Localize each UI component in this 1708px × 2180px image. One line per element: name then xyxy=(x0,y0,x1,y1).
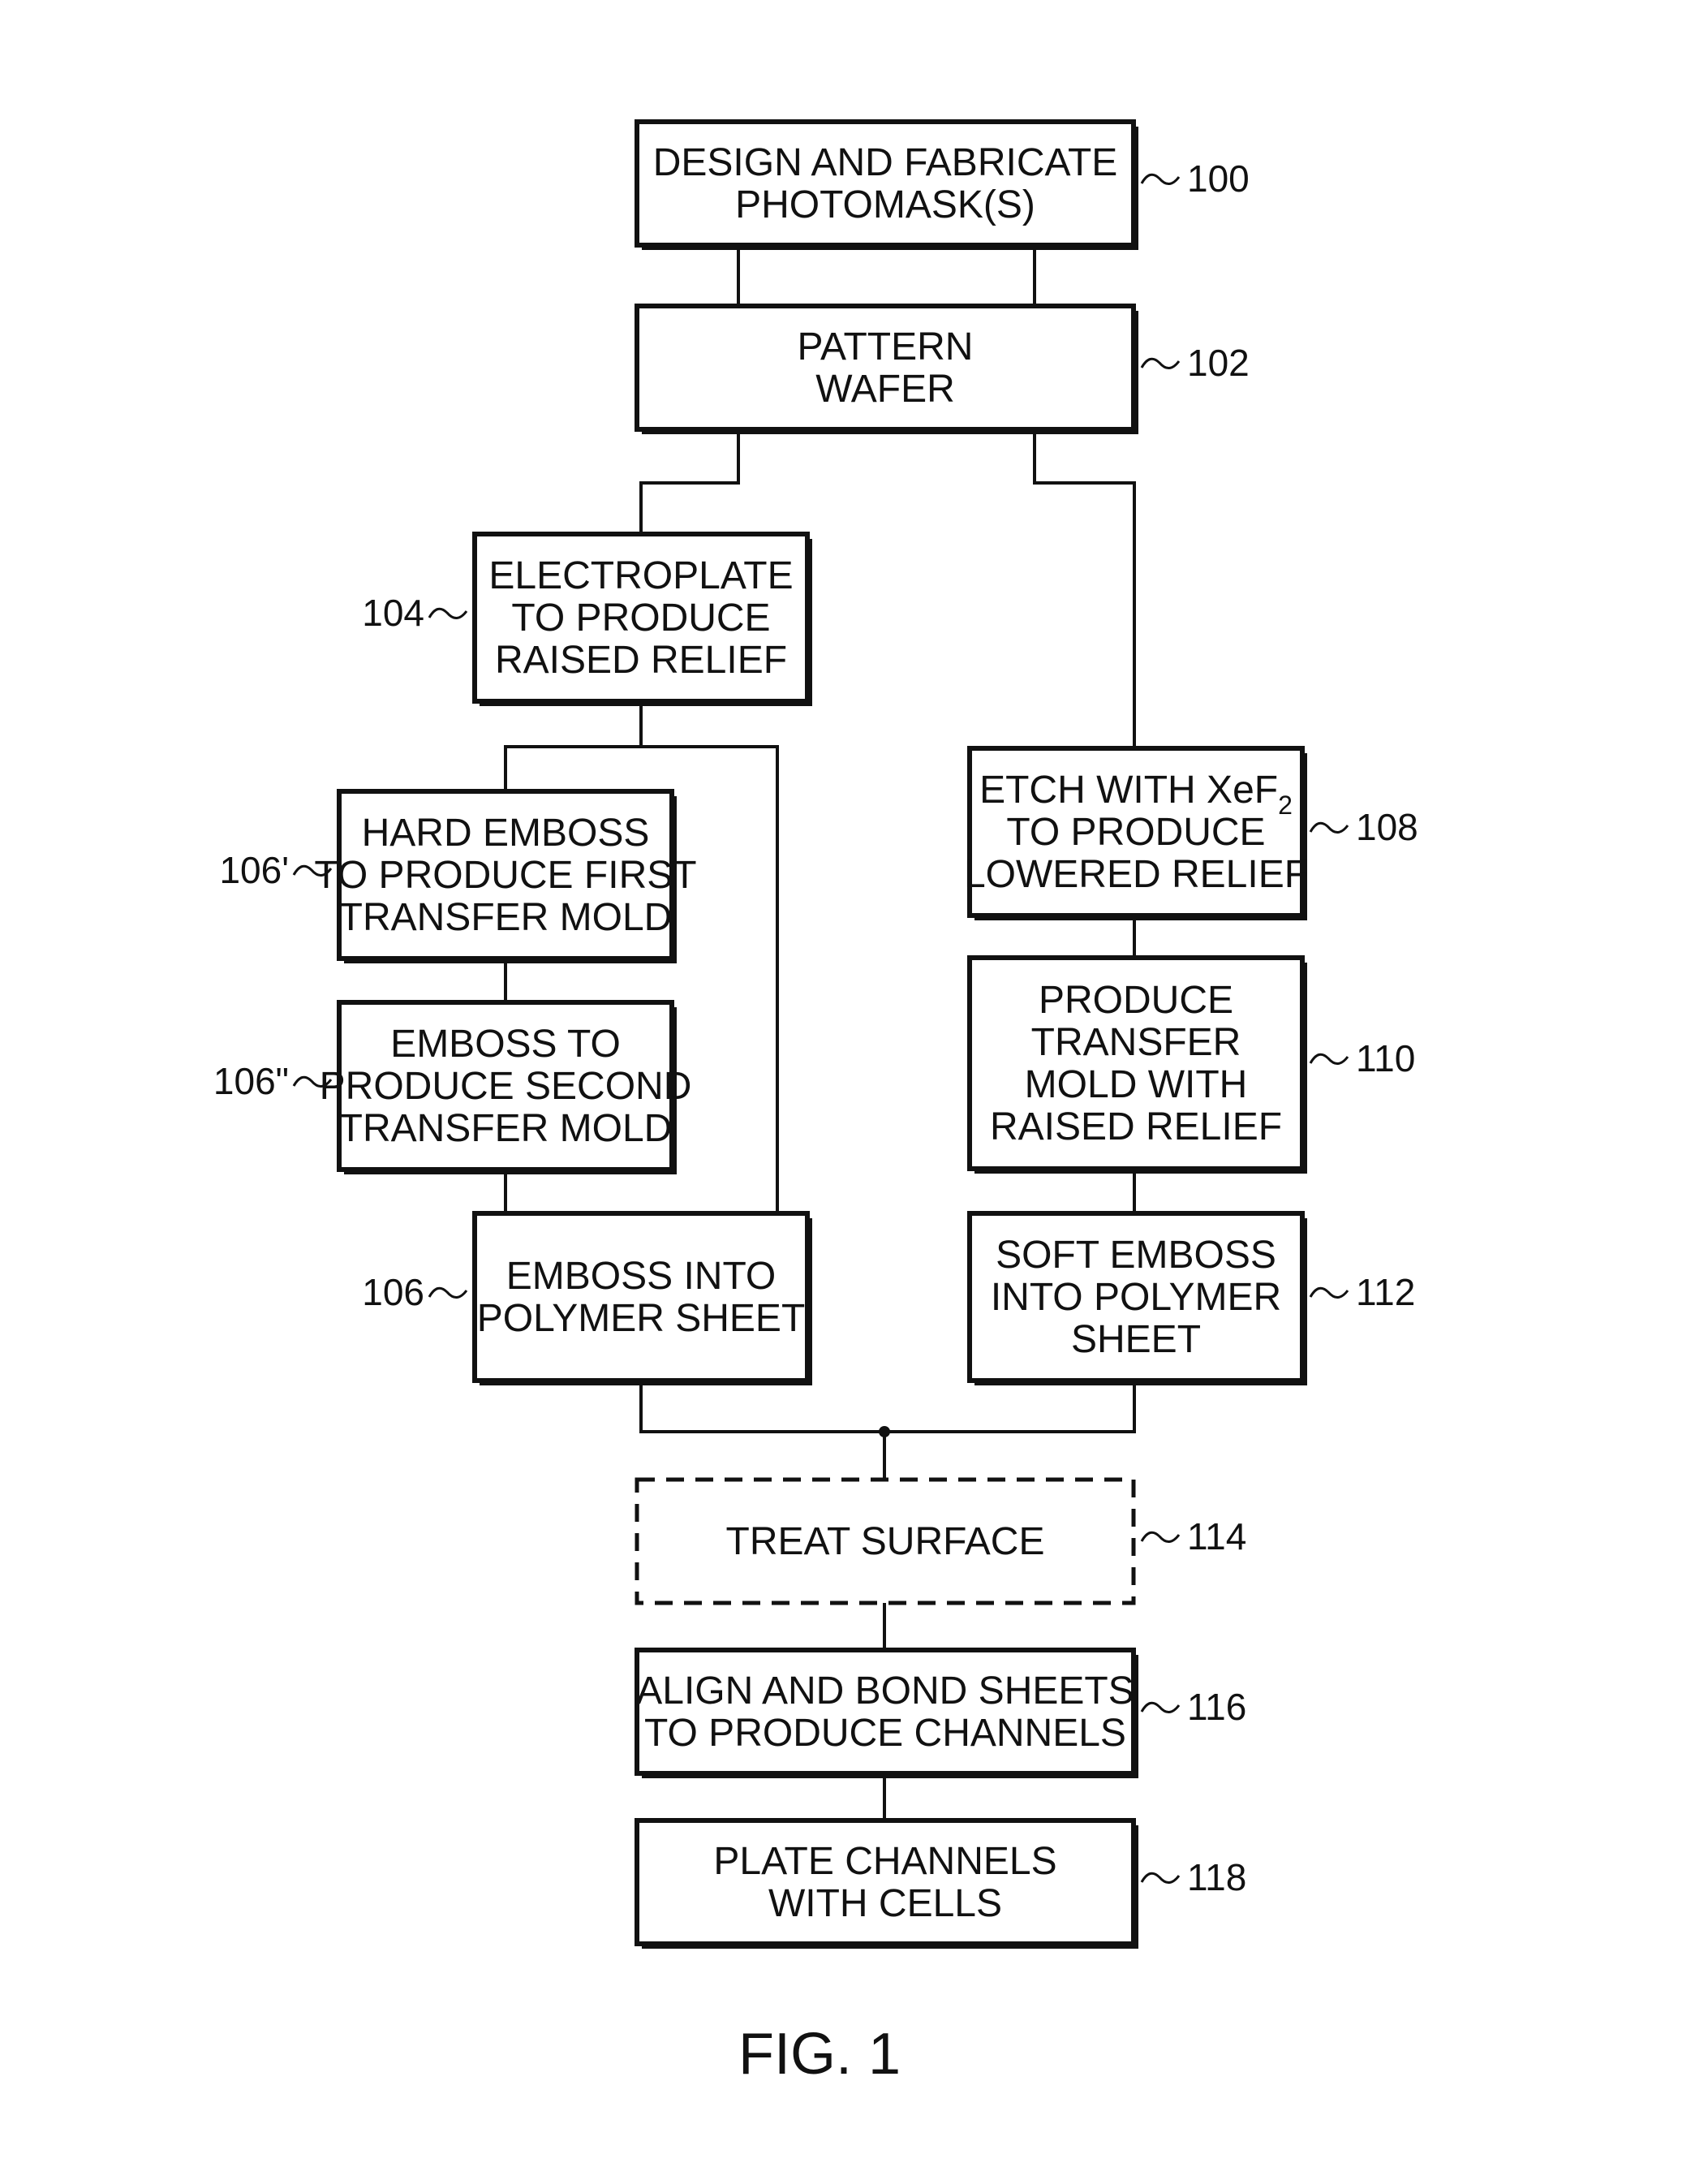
ref-numeral: 106' xyxy=(219,849,289,891)
step-text-line: POLYMER SHEET xyxy=(477,1297,806,1340)
figure-label: FIG. 1 xyxy=(738,2022,901,2087)
leader-squiggle xyxy=(429,1288,467,1297)
ref-numeral: 116 xyxy=(1187,1686,1246,1728)
step-text-line: TREAT SURFACE xyxy=(726,1520,1045,1563)
ref-label-116: 116 xyxy=(1142,1686,1246,1728)
ref-numeral: 114 xyxy=(1187,1515,1246,1557)
step-text-line: EMBOSS TO xyxy=(390,1023,621,1066)
step-text-line: ALIGN AND BOND SHEETS xyxy=(636,1669,1134,1713)
step-text-line: PATTERN xyxy=(798,325,974,368)
ref-numeral: 118 xyxy=(1187,1856,1246,1898)
step-text-line: ELECTROPLATE xyxy=(488,554,793,597)
ref-numeral: 106" xyxy=(213,1060,289,1102)
ref-label-106: 106 xyxy=(362,1271,467,1313)
step-text-line: PRODUCE xyxy=(1039,979,1233,1022)
step-text-line: LOWERED RELIEF xyxy=(964,853,1308,896)
step-box-108: ETCH WITH XeF2TO PRODUCELOWERED RELIEF xyxy=(964,748,1308,919)
connector-line-1 xyxy=(641,429,738,534)
step-text-line: PLATE CHANNELS xyxy=(713,1840,1056,1883)
step-text-line: TO PRODUCE CHANNELS xyxy=(644,1712,1126,1755)
step-box-116: ALIGN AND BOND SHEETSTO PRODUCE CHANNELS xyxy=(636,1650,1137,1777)
step-box-110: PRODUCETRANSFERMOLD WITHRAISED RELIEF xyxy=(970,958,1306,1172)
subscript: 2 xyxy=(1278,791,1293,820)
ref-numeral: 102 xyxy=(1187,342,1250,384)
step-box-106a: HARD EMBOSSTO PRODUCE FIRSTTRANSFER MOLD xyxy=(314,791,696,962)
ref-numeral: 100 xyxy=(1187,157,1250,200)
step-text-line: INTO POLYMER xyxy=(991,1276,1281,1319)
step-box-112: SOFT EMBOSSINTO POLYMERSHEET xyxy=(970,1213,1306,1384)
step-text-line: TO PRODUCE xyxy=(511,597,770,640)
step-text-line: SHEET xyxy=(1071,1318,1201,1361)
leader-squiggle xyxy=(1142,174,1179,183)
step-box-118: PLATE CHANNELSWITH CELLS xyxy=(637,1820,1137,1947)
leader-squiggle xyxy=(1142,359,1179,368)
step-text-line: WITH CELLS xyxy=(768,1882,1002,1925)
ref-numeral: 110 xyxy=(1356,1037,1415,1079)
leader-squiggle xyxy=(1142,1532,1179,1541)
ref-label-108: 108 xyxy=(1310,806,1418,848)
ref-numeral: 108 xyxy=(1356,806,1418,848)
step-box-114: TREAT SURFACE xyxy=(637,1480,1134,1603)
ref-label-106b: 106" xyxy=(213,1060,331,1102)
leader-squiggle xyxy=(1142,1703,1179,1712)
step-text-line: EMBOSS INTO xyxy=(506,1255,777,1298)
ref-label-112: 112 xyxy=(1310,1271,1415,1313)
junction-dot xyxy=(879,1426,890,1437)
step-text-line: TRANSFER MOLD xyxy=(339,1107,673,1150)
ref-label-102: 102 xyxy=(1142,342,1250,384)
ref-label-118: 118 xyxy=(1142,1856,1246,1898)
step-text-line: RAISED RELIEF xyxy=(495,639,787,682)
leader-squiggle xyxy=(1310,1288,1348,1297)
ref-label-104: 104 xyxy=(362,592,467,634)
step-text-line: HARD EMBOSS xyxy=(362,812,650,855)
connector-line-10 xyxy=(641,1381,1134,1432)
connector-line-4 xyxy=(506,701,641,791)
ref-numeral: 106 xyxy=(362,1271,424,1313)
step-text-line: WAFER xyxy=(815,368,955,411)
step-box-100: DESIGN AND FABRICATEPHOTOMASK(S) xyxy=(637,122,1137,248)
step-box-106b: EMBOSS TOPRODUCE SECONDTRANSFER MOLD xyxy=(320,1002,692,1173)
step-text-line: SOFT EMBOSS xyxy=(996,1234,1276,1277)
leader-squiggle xyxy=(429,609,467,618)
ref-label-110: 110 xyxy=(1310,1037,1415,1079)
step-box-104: ELECTROPLATETO PRODUCERAISED RELIEF xyxy=(475,534,811,704)
step-text-line: TRANSFER xyxy=(1031,1021,1241,1064)
step-boxes: DESIGN AND FABRICATEPHOTOMASK(S)PATTERNW… xyxy=(314,122,1308,1947)
step-text-line: DESIGN AND FABRICATE xyxy=(653,141,1118,184)
leader-squiggle xyxy=(1310,1054,1348,1063)
step-text-line: RAISED RELIEF xyxy=(990,1105,1282,1148)
step-text-line: TO PRODUCE FIRST xyxy=(314,854,696,897)
ref-numeral: 112 xyxy=(1356,1271,1415,1313)
ref-label-114: 114 xyxy=(1142,1515,1246,1557)
step-box-106: EMBOSS INTOPOLYMER SHEET xyxy=(475,1213,811,1384)
ref-label-100: 100 xyxy=(1142,157,1250,200)
leader-squiggle xyxy=(1310,823,1348,832)
ref-numeral: 104 xyxy=(362,592,424,634)
leader-squiggle xyxy=(1142,1873,1179,1882)
step-text-line: PRODUCE SECOND xyxy=(320,1065,692,1108)
step-box-102: PATTERNWAFER xyxy=(637,306,1137,433)
step-text-line: TRANSFER MOLD xyxy=(339,896,673,939)
step-text-line: MOLD WITH xyxy=(1025,1063,1248,1106)
step-text-line: TO PRODUCE xyxy=(1006,811,1265,854)
connector-line-3 xyxy=(1035,429,1134,748)
step-text-line: PHOTOMASK(S) xyxy=(735,183,1035,226)
